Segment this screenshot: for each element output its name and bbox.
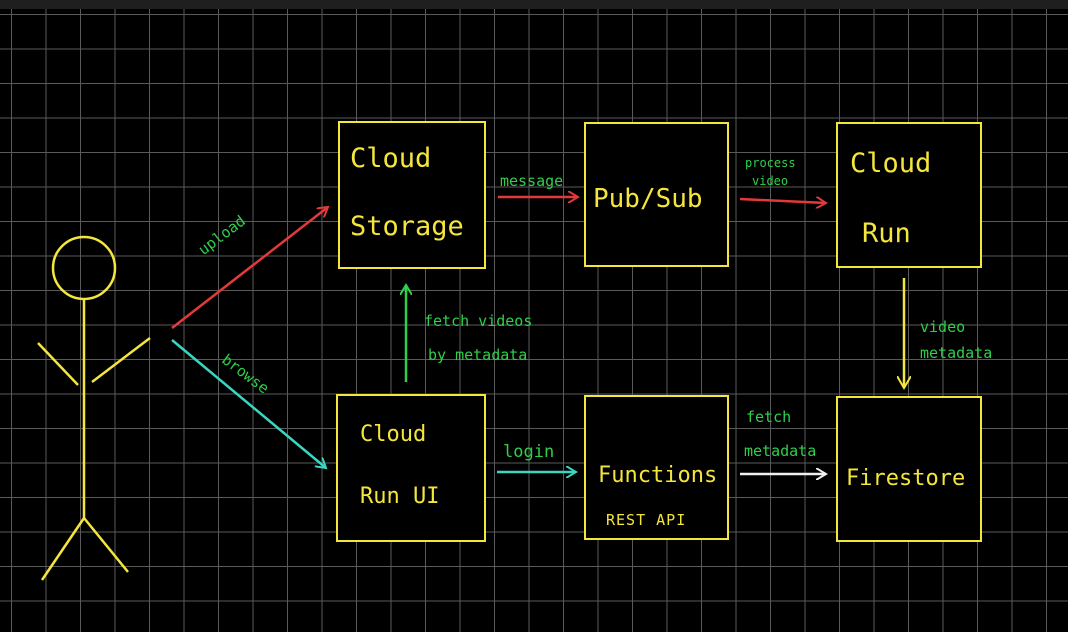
- functions-label-line2: REST API: [606, 511, 687, 529]
- functions-label-line1: Functions: [598, 463, 718, 488]
- fetch-metadata-label-line2: metadata: [744, 442, 817, 460]
- user-stick-figure: [37, 235, 151, 581]
- fetch-videos-label-line1: fetch videos: [424, 312, 533, 330]
- pub-sub-label: Pub/Sub: [593, 184, 703, 214]
- stick-figure-left-arm: [37, 342, 79, 386]
- functions-node: Functions REST API: [584, 395, 729, 540]
- fetch-videos-label-line2: by metadata: [428, 346, 528, 364]
- cloud-run-label-line1: Cloud: [850, 148, 932, 179]
- fetch-metadata-label-line1: fetch: [746, 408, 792, 426]
- firestore-node: Firestore: [836, 396, 982, 542]
- stick-figure-right-leg: [83, 517, 129, 573]
- video-metadata-label-line2: metadata: [920, 344, 993, 362]
- cloud-run-node: Cloud Run: [836, 122, 982, 268]
- cloud-storage-label-line2: Storage: [350, 211, 464, 242]
- firestore-label: Firestore: [846, 466, 966, 491]
- browse-arrow: [171, 339, 326, 468]
- login-label: login: [503, 442, 555, 462]
- cloud-run-ui-node: Cloud Run UI: [336, 394, 486, 542]
- message-label: message: [500, 172, 564, 190]
- cloud-run-ui-label-line1: Cloud: [360, 422, 427, 447]
- upload-arrow: [171, 207, 328, 329]
- video-metadata-label-line1: video: [920, 318, 966, 336]
- cloud-storage-node: Cloud Storage: [338, 121, 486, 269]
- pub-sub-node: Pub/Sub: [584, 122, 729, 267]
- top-bar: [0, 0, 1068, 9]
- stick-figure-head: [51, 235, 117, 301]
- process-video-label-line2: video: [752, 174, 789, 188]
- stick-figure-right-arm: [91, 337, 151, 383]
- cloud-storage-label-line1: Cloud: [350, 143, 432, 174]
- stick-figure-left-leg: [40, 517, 86, 581]
- process-video-arrow: [739, 199, 826, 203]
- cloud-run-ui-label-line2: Run UI: [360, 484, 440, 509]
- cloud-run-label-line2: Run: [862, 218, 911, 249]
- process-video-label-line1: process: [745, 156, 796, 170]
